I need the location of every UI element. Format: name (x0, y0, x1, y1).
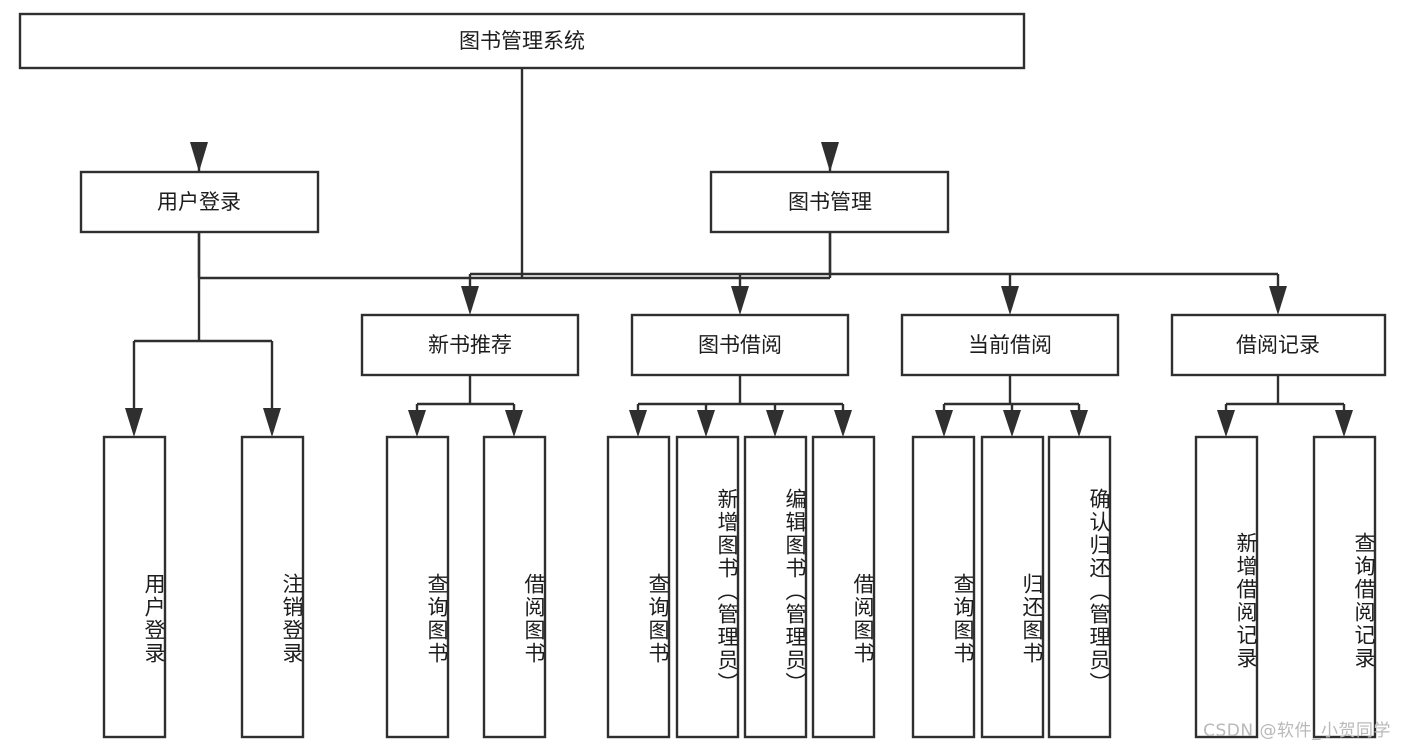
leaf-box-newbook-query[interactable] (385, 435, 450, 739)
node-new-book-recommend-label: 新书推荐 (428, 333, 512, 357)
leaf-box-br-query[interactable] (1312, 435, 1377, 739)
leaf-box-user-login[interactable] (102, 435, 167, 739)
arrow-currentborrow-leaf-2 (1003, 410, 1021, 437)
arrow-bookborrow-leaf-3 (766, 410, 784, 437)
node-new-book-recommend[interactable] (360, 313, 580, 377)
node-current-borrow[interactable] (900, 313, 1120, 377)
node-book-management-label: 图书管理 (788, 190, 872, 214)
arrow-borrow-record (1269, 286, 1287, 315)
node-root[interactable] (18, 12, 1026, 70)
node-current-borrow-label: 当前借阅 (968, 333, 1052, 357)
arrow-currentborrow-leaf-3 (1070, 410, 1088, 437)
edges-layer (125, 68, 1353, 437)
node-book-management[interactable] (709, 170, 950, 234)
nodes-layer (18, 12, 1387, 739)
arrow-newbook-leaf-1 (408, 410, 426, 437)
node-book-borrow-label: 图书借阅 (698, 333, 782, 357)
arrow-current-borrow (1001, 286, 1019, 315)
leaf-box-bb-edit[interactable] (743, 435, 808, 739)
node-book-borrow[interactable] (630, 313, 850, 377)
arrow-new-book-rec (461, 286, 479, 315)
arrow-currentborrow-leaf-1 (935, 410, 953, 437)
arrow-borrowrecord-leaf-2 (1335, 410, 1353, 437)
arrow-leaf-logout (263, 408, 281, 437)
arrow-book-mgmt (821, 142, 839, 172)
leaf-box-cb-return[interactable] (980, 435, 1045, 739)
arrow-user-login (190, 142, 208, 172)
node-borrow-record[interactable] (1170, 313, 1387, 377)
leaf-box-br-add[interactable] (1194, 435, 1259, 739)
arrow-borrowrecord-leaf-1 (1217, 410, 1235, 437)
leaf-box-cb-confirm[interactable] (1047, 435, 1112, 739)
arrow-newbook-leaf-2 (505, 410, 523, 437)
leaf-box-newbook-borrow[interactable] (482, 435, 547, 739)
leaf-box-bb-borrow[interactable] (811, 435, 876, 739)
arrow-leaf-user-login (125, 408, 143, 437)
arrow-bookborrow-leaf-4 (834, 410, 852, 437)
leaf-box-logout[interactable] (240, 435, 305, 739)
arrow-bookborrow-leaf-1 (629, 410, 647, 437)
horizontal-labels-layer: 图书管理系统 用户登录 图书管理 新书推荐 图书借阅 当前借阅 借阅记录 (157, 29, 1320, 357)
arrow-book-borrow (731, 286, 749, 315)
csdn-watermark: CSDN @软件_小贺同学 (1203, 721, 1391, 741)
node-borrow-record-label: 借阅记录 (1236, 333, 1320, 357)
node-root-label: 图书管理系统 (459, 29, 585, 53)
leaf-box-bb-query[interactable] (606, 435, 671, 739)
node-user-login-label: 用户登录 (157, 190, 241, 214)
leaf-box-cb-query[interactable] (911, 435, 976, 739)
node-user-login[interactable] (79, 170, 320, 234)
arrow-bookborrow-leaf-2 (697, 410, 715, 437)
leaf-box-bb-add[interactable] (675, 435, 740, 739)
